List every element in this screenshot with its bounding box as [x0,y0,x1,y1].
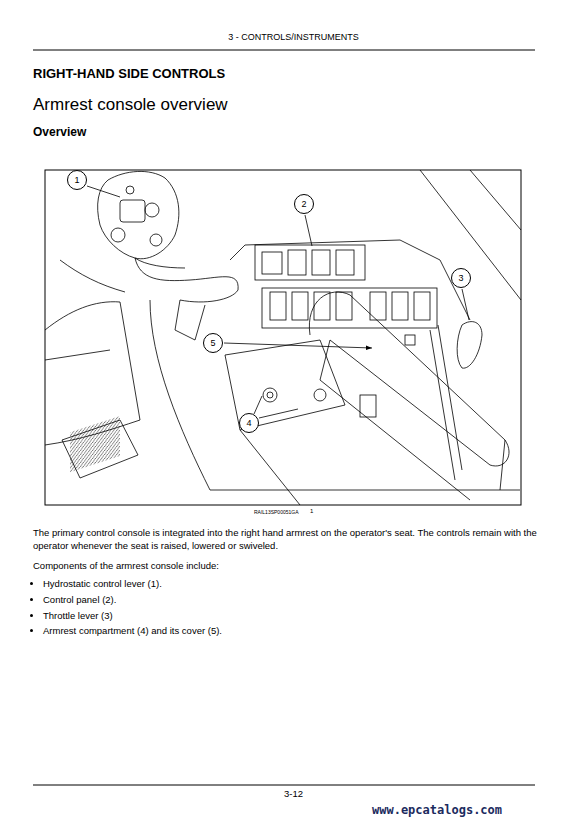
body-paragraph: The primary control console is integrate… [33,527,538,552]
callout-circle: 3 [451,268,471,288]
section-title: RIGHT-HAND SIDE CONTROLS [33,66,225,81]
callout-circle: 5 [203,333,223,353]
subsection-heading: Armrest console overview [33,95,228,115]
figure-number: 1 [310,508,313,514]
callout-number: 1 [74,176,79,185]
overview-heading: Overview [33,125,86,139]
list-item: Hydrostatic control lever (1). [43,576,222,592]
callout-number: 3 [458,274,463,283]
callout-number: 5 [210,339,215,348]
page-number: 3-12 [0,788,587,799]
page-header: 3 - CONTROLS/INSTRUMENTS [0,32,587,42]
callout-circle: 1 [67,170,87,190]
callout-circle: 2 [294,194,314,214]
list-item: Armrest compartment (4) and its cover (5… [43,623,222,639]
component-list: Hydrostatic control lever (1).Control pa… [33,576,222,639]
list-item: Throttle lever (3) [43,608,222,624]
list-intro: Components of the armrest console includ… [33,560,219,571]
callout-number: 4 [246,419,251,428]
list-item: Control panel (2). [43,592,222,608]
callout-number: 2 [301,200,306,209]
watermark: www.epcatalogs.com [372,803,502,817]
figure-code: RAIL13SP00051GA [254,509,298,515]
callout-circle: 4 [239,413,259,433]
